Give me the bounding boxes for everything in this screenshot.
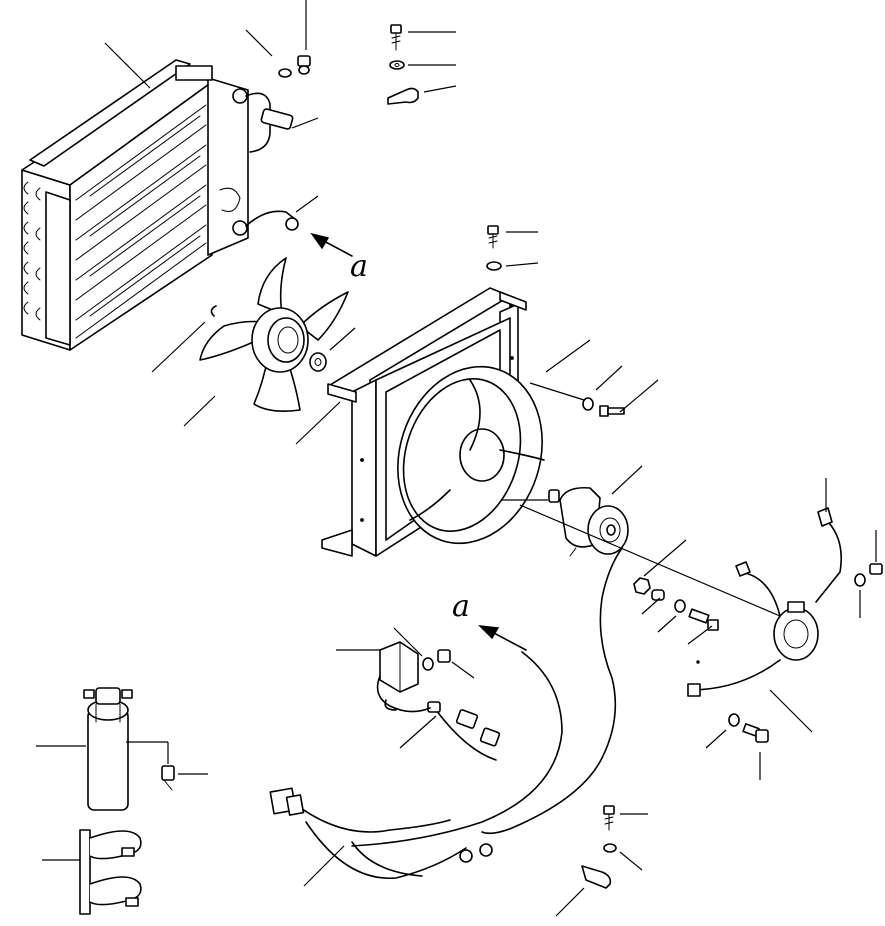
leader-line — [619, 851, 643, 871]
bolt — [869, 563, 883, 575]
leader-line — [619, 379, 659, 413]
leader-line — [505, 262, 539, 267]
leader-line — [687, 625, 713, 645]
motor-bracket — [687, 507, 842, 697]
leader-line — [519, 504, 781, 617]
view-label-a-bottom: a — [452, 589, 470, 624]
bolt — [437, 649, 451, 663]
leader-line — [545, 339, 591, 373]
leader-line — [245, 29, 273, 57]
leader-line — [641, 597, 661, 615]
leader-line — [769, 689, 813, 733]
drier-bracket — [79, 829, 142, 915]
washer — [486, 261, 502, 271]
snap-ring — [210, 305, 217, 317]
direction-arrow — [310, 232, 353, 257]
leader-line — [104, 42, 151, 89]
leader-line — [151, 321, 206, 373]
view-label-a-top: a — [350, 249, 368, 284]
fan-motor — [502, 486, 629, 557]
leader-line — [705, 729, 727, 749]
bolt — [688, 608, 719, 631]
washer — [674, 599, 686, 613]
receiver-drier — [83, 687, 133, 811]
bolt — [742, 723, 769, 743]
washer — [422, 657, 434, 671]
leader-line — [611, 465, 643, 495]
leader-line — [183, 395, 216, 427]
washer — [389, 60, 405, 70]
bolt — [603, 805, 615, 831]
leader-line — [451, 661, 475, 679]
leader-line — [423, 85, 457, 93]
direction-arrow — [478, 625, 527, 651]
washer — [603, 843, 617, 853]
leader-line — [295, 401, 341, 445]
leader-line — [393, 627, 423, 657]
washer — [582, 397, 594, 411]
leader-line — [329, 327, 356, 351]
spacer — [651, 589, 665, 601]
leader-line — [595, 365, 623, 391]
washer — [309, 352, 327, 372]
bolt — [599, 405, 625, 417]
leader-line — [291, 117, 319, 129]
cooling-fan — [199, 257, 349, 412]
relay — [376, 641, 431, 713]
nut — [633, 577, 651, 595]
leader-line — [657, 615, 677, 633]
clip — [581, 865, 612, 889]
leader-line — [399, 715, 437, 749]
leader-line — [303, 845, 345, 887]
bolt — [390, 24, 402, 51]
leader-line — [295, 195, 319, 213]
bolt — [278, 55, 311, 78]
clip — [387, 87, 419, 105]
bolt — [161, 765, 175, 791]
leader-line — [529, 382, 585, 401]
washer — [854, 573, 866, 587]
leader-line — [643, 539, 687, 577]
bolt — [487, 225, 499, 249]
washer — [728, 713, 740, 727]
wiring-harness — [269, 547, 623, 879]
fan-shroud — [321, 287, 545, 557]
condenser-core — [21, 59, 299, 351]
leader-line — [555, 887, 585, 917]
